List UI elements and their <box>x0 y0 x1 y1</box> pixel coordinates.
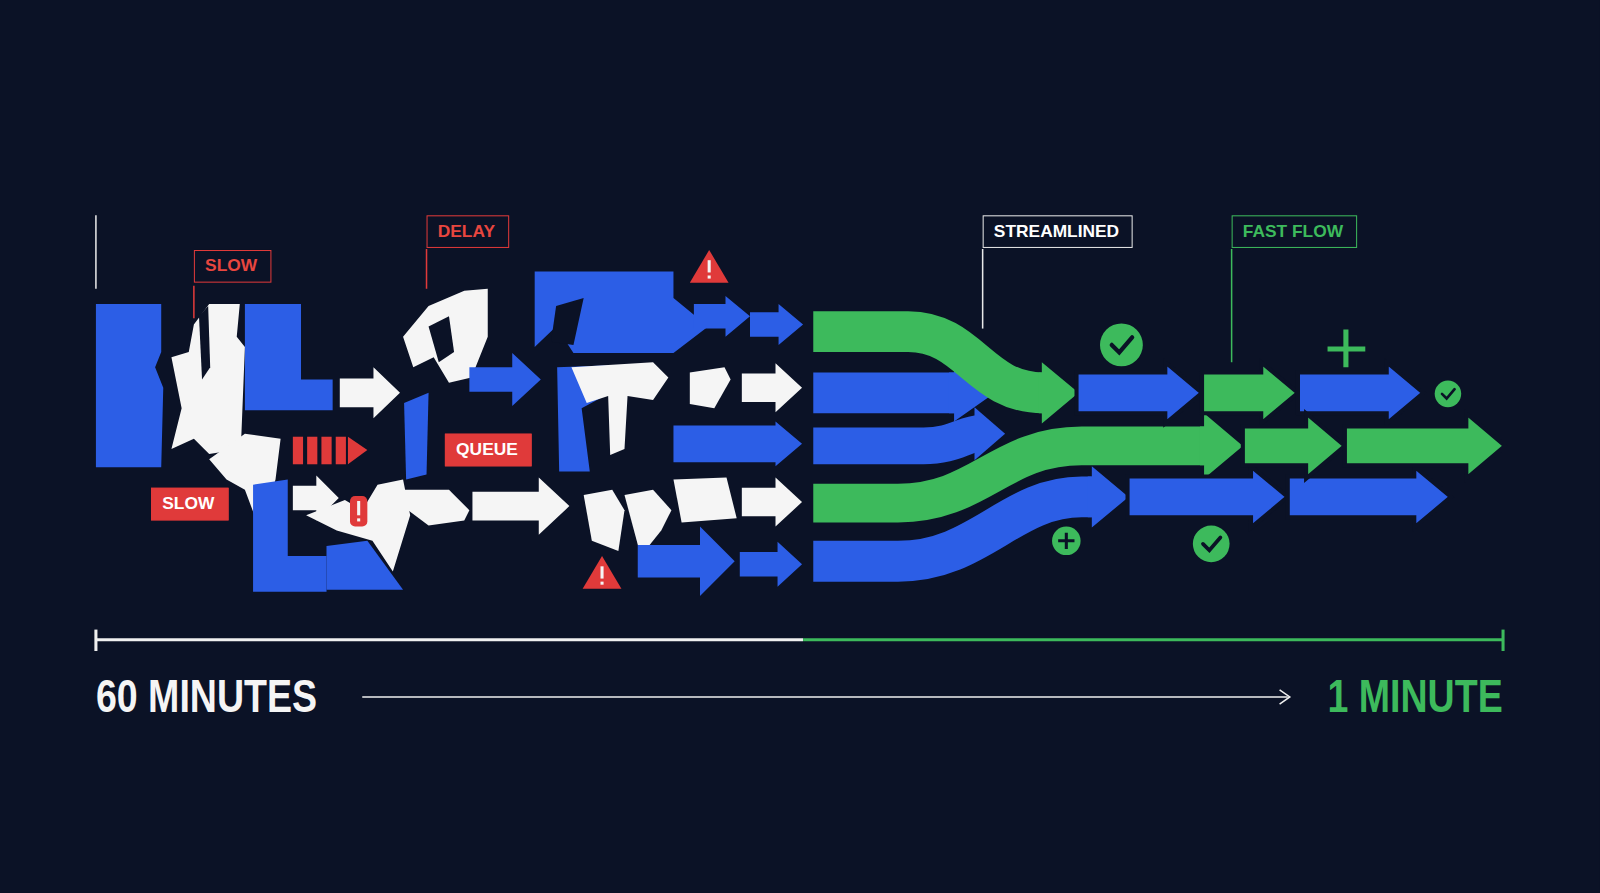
shape <box>404 393 428 480</box>
plus-mark <box>1058 533 1074 549</box>
shape <box>1345 413 1505 478</box>
alert-mark <box>350 496 367 527</box>
shape <box>690 367 731 408</box>
tag-label: FAST FLOW <box>1243 221 1346 241</box>
shape <box>638 527 735 596</box>
tag-box: STREAMLINED <box>983 215 1133 248</box>
shape <box>750 304 803 345</box>
time-label: 60 MINUTES <box>96 668 317 723</box>
plus-icon <box>1052 527 1081 556</box>
status-icons <box>1052 323 1461 562</box>
shape <box>429 316 455 362</box>
shape <box>1088 466 1129 527</box>
flow-band <box>813 372 954 413</box>
streamlined-flow <box>813 332 1505 562</box>
shape <box>1243 413 1345 478</box>
shape <box>469 353 540 406</box>
flow-band <box>813 434 979 446</box>
tag-label: STREAMLINED <box>994 221 1122 241</box>
shape <box>1202 362 1298 423</box>
shape <box>96 304 163 467</box>
signal-bar <box>336 437 346 465</box>
shape <box>694 296 750 337</box>
signal-bar <box>321 437 331 465</box>
chaotic-process <box>96 250 803 596</box>
tag-label: SLOW <box>205 256 260 276</box>
tag-box: SLOW <box>151 488 229 521</box>
shape <box>571 362 668 455</box>
shape <box>245 304 333 410</box>
warning-mark <box>601 566 604 578</box>
tag-box: QUEUE <box>445 434 532 467</box>
shape <box>742 363 802 412</box>
shape <box>1128 466 1288 527</box>
warning-mark <box>708 276 711 279</box>
warning-mark <box>708 260 711 272</box>
shape <box>1077 362 1203 423</box>
shape <box>742 478 802 527</box>
time-label: 1 MINUTE <box>1328 668 1503 723</box>
alert-mark <box>357 501 360 515</box>
check-icon <box>1435 381 1462 408</box>
tag-box: DELAY <box>427 215 510 248</box>
signal-bar <box>293 437 303 465</box>
alert-mark <box>357 518 360 521</box>
flow-band <box>813 332 1043 393</box>
tag-label: QUEUE <box>456 440 520 460</box>
shape <box>740 542 802 587</box>
shape <box>584 490 625 551</box>
tag-box: FAST FLOW <box>1232 215 1358 248</box>
check-mark <box>1203 537 1220 550</box>
check-icon <box>1100 323 1143 366</box>
tag-label: SLOW <box>162 494 217 514</box>
shape <box>535 271 708 353</box>
tag-box: SLOW <box>194 250 272 283</box>
warning-mark <box>601 582 604 585</box>
shape <box>403 490 469 526</box>
shape <box>348 437 367 465</box>
check-mark <box>1112 337 1132 352</box>
shape <box>1039 362 1079 423</box>
shape <box>171 304 244 454</box>
shape <box>690 250 729 283</box>
shape <box>551 298 584 345</box>
shape <box>293 476 339 521</box>
check-mark <box>1442 389 1455 398</box>
shape <box>472 478 569 535</box>
tag-label: DELAY <box>438 221 498 241</box>
shape <box>1298 362 1424 423</box>
shape <box>673 421 802 466</box>
shape <box>340 367 400 418</box>
shape <box>1200 413 1243 478</box>
shape <box>673 478 736 523</box>
check-icon <box>1193 526 1230 563</box>
plus-mark <box>1328 330 1366 368</box>
shape <box>583 556 622 589</box>
signal-bar <box>307 437 317 465</box>
shape <box>199 306 210 379</box>
